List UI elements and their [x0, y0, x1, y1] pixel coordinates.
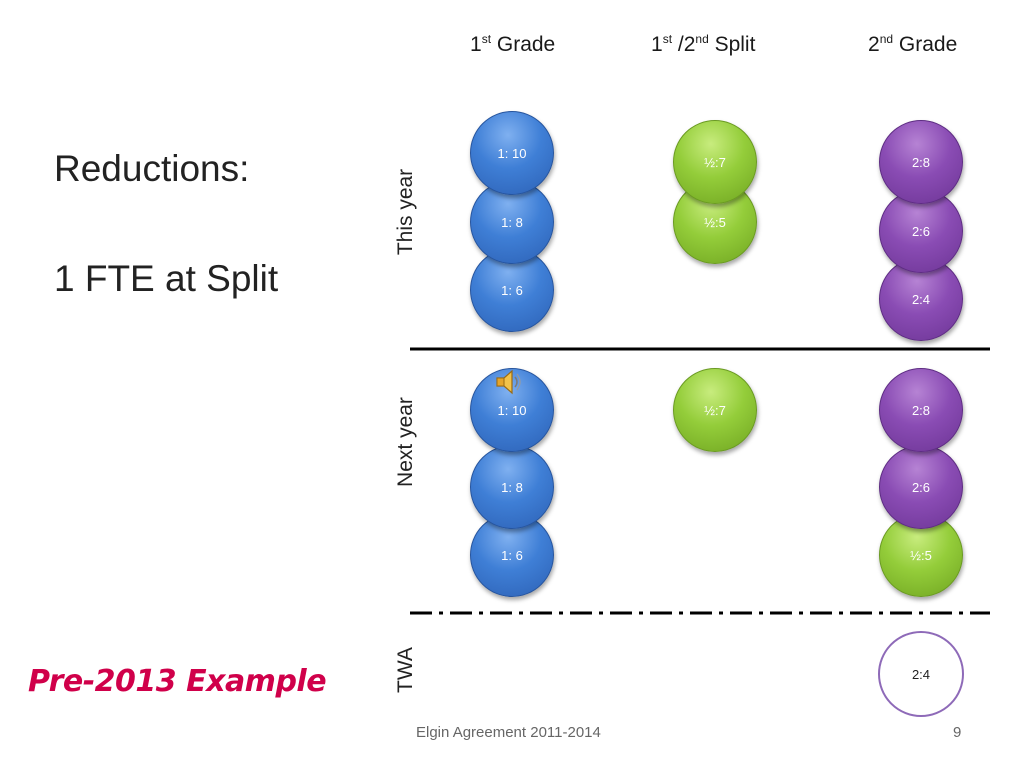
- circle-next-year-second-1: 2:8: [879, 368, 963, 452]
- circle-this-year-first-1: 1: 10: [470, 111, 554, 195]
- column-header-first-grade: 1st Grade: [470, 32, 556, 56]
- page-subtitle: 1 FTE at Split: [54, 258, 279, 299]
- example-label: Pre-2013 Example: [28, 664, 327, 699]
- circle-this-year-second-1: 2:8: [879, 120, 963, 204]
- column-header-second-grade: 2nd Grade: [868, 32, 958, 56]
- column-header-split: 1st /2nd Split: [651, 32, 756, 56]
- circle-next-year-second-2: 2:6: [879, 445, 963, 529]
- speaker-icon[interactable]: [495, 368, 521, 396]
- page-number: 9: [953, 724, 962, 741]
- page-title: Reductions:: [54, 148, 250, 189]
- circle-next-year-first-2: 1: 8: [470, 445, 554, 529]
- circle-twa-second: 2:4: [878, 631, 964, 717]
- circle-next-year-split-1: ½:7: [673, 368, 757, 452]
- circle-this-year-split-1: ½:7: [673, 120, 757, 204]
- footer-text: Elgin Agreement 2011-2014: [416, 724, 601, 741]
